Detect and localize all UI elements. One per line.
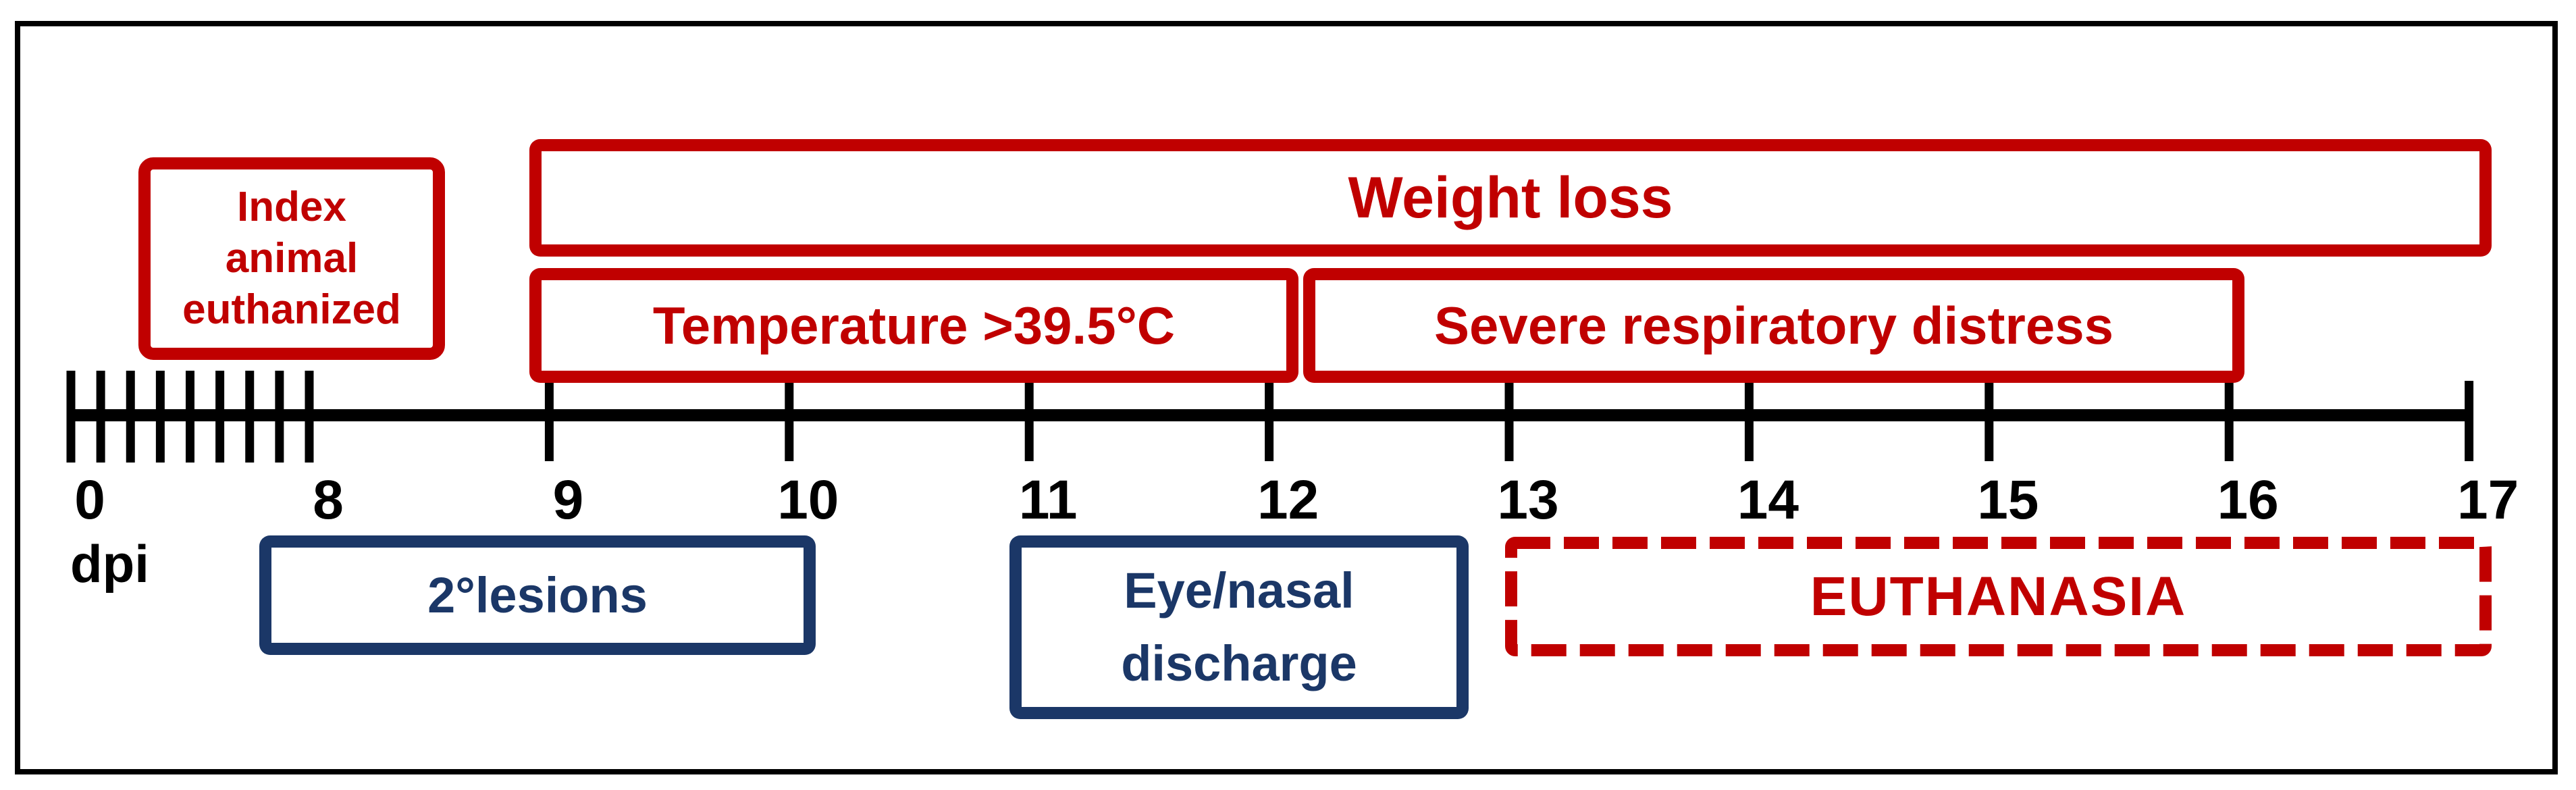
tick-label-0: 0 <box>74 469 105 531</box>
tick-label-15: 15 <box>1977 469 2039 531</box>
tick-label-16: 16 <box>2217 469 2279 531</box>
event-box-euthanasia: EUTHANASIA <box>1505 537 2492 656</box>
event-label-line: animal <box>225 235 359 282</box>
event-box-eye-nasal-discharge: Eye/nasal discharge <box>1009 535 1469 719</box>
tick-label-10: 10 <box>777 469 839 531</box>
event-box-secondary-lesions: 2°lesions <box>259 535 816 655</box>
tick-label-17: 17 <box>2456 469 2519 531</box>
event-label: EUTHANASIA <box>1810 565 2187 627</box>
event-label-line: discharge <box>1121 635 1357 691</box>
event-box-temperature: Temperature >39.5°C <box>529 268 1298 383</box>
event-label-line: Eye/nasal <box>1124 562 1355 618</box>
event-box-index-animal-euthanized: Index animal euthanized <box>138 157 445 360</box>
figure-border <box>15 21 2558 774</box>
event-label: Severe respiratory distress <box>1434 295 2113 355</box>
tick-label-12: 12 <box>1257 469 1319 531</box>
tick-label-13: 13 <box>1497 469 1559 531</box>
axis-unit-label: dpi <box>70 534 149 594</box>
tick-label-11: 11 <box>1018 469 1078 531</box>
event-label: Temperature >39.5°C <box>652 295 1176 355</box>
tick-label-9: 9 <box>552 469 584 531</box>
event-label: Weight loss <box>1348 165 1673 230</box>
dashed-border <box>1505 537 2492 656</box>
event-label-line: Index <box>237 184 346 230</box>
tick-label-8: 8 <box>313 469 344 531</box>
event-box-severe-respiratory-distress: Severe respiratory distress <box>1303 268 2244 383</box>
event-label: 2°lesions <box>427 567 648 623</box>
tick-label-14: 14 <box>1737 469 1799 531</box>
event-label-line: euthanized <box>182 286 401 333</box>
event-box-weight-loss: Weight loss <box>529 139 2492 257</box>
